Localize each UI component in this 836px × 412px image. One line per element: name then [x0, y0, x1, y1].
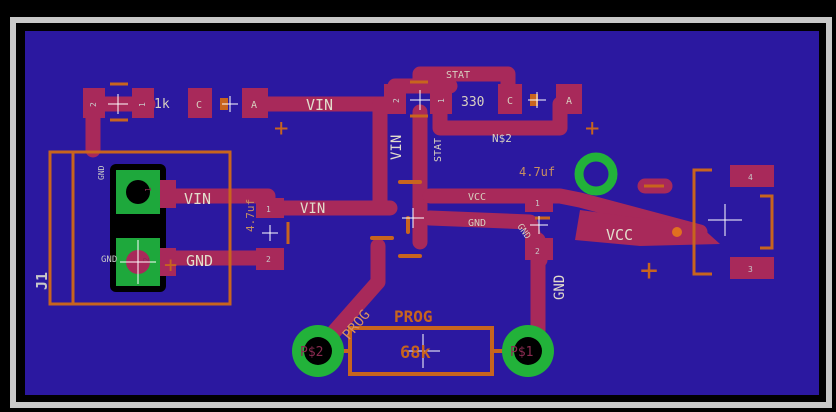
- board-outline: [10, 17, 832, 408]
- j1-tab-2: [160, 248, 176, 276]
- silkscreen-misc: [110, 80, 774, 376]
- pad-out-3: [730, 257, 774, 279]
- led1-cathode: C: [196, 100, 202, 111]
- crosshairs: [108, 90, 742, 368]
- r2-pin1: 1: [437, 98, 446, 103]
- ic-gnd: GND: [468, 218, 486, 229]
- pad-cout-2: [525, 238, 553, 260]
- pad-led1-a: [242, 88, 268, 118]
- pad-led2-c: [498, 84, 522, 114]
- prog-drill-left: [304, 337, 332, 365]
- net-vin-top: VIN: [306, 96, 333, 114]
- prog-drill-right: [514, 337, 542, 365]
- cout-value: 4.7uf: [519, 165, 555, 179]
- r2-value: 330: [461, 95, 484, 110]
- j1-drill-1: [126, 180, 150, 204]
- plus-top-left: +: [274, 114, 288, 142]
- out-conn-silk-left: [692, 168, 712, 276]
- led1-anode: A: [251, 100, 257, 111]
- j1-ref: J1: [33, 272, 51, 290]
- out-pin3: 3: [748, 265, 753, 274]
- cout-pin1: 1: [535, 199, 540, 208]
- pad-r1-2: [83, 88, 105, 118]
- trace-vcc: [422, 188, 708, 240]
- labels: 2 1 1k C A VIN + STAT 2 1 330 C A N$2 + …: [33, 70, 753, 363]
- r2-pin2: 2: [392, 98, 401, 103]
- cin-pin1: 1: [266, 205, 271, 214]
- r1-value: 1k: [154, 97, 170, 112]
- prog-name: PROG: [394, 307, 433, 326]
- j1-pin2: 2: [142, 257, 151, 262]
- net-gnd-vertical: GND: [552, 275, 568, 300]
- pad-led2-a: [556, 84, 582, 114]
- j1-pin1: 1: [144, 187, 153, 192]
- j1-pad-gnd: GND: [186, 252, 213, 270]
- r1-pin2: 2: [89, 102, 98, 107]
- plus-output: +: [640, 253, 658, 288]
- net-stat-top: STAT: [446, 70, 470, 81]
- cin-value: 4.7uf: [244, 199, 257, 232]
- pad-r2-2: [384, 84, 406, 114]
- net-vin-vertical: VIN: [389, 135, 405, 160]
- vcc-pour: [575, 210, 720, 246]
- pad-r2-1: [430, 84, 452, 114]
- cout-pin2: 2: [535, 247, 540, 256]
- j1-gnd-small: GND: [101, 255, 117, 265]
- ic-vcc: VCC: [468, 192, 486, 203]
- net-stat-vertical: STAT: [433, 138, 444, 162]
- pad-led1-c: [188, 88, 212, 118]
- j1-tab-1: [160, 180, 176, 208]
- pin1-dot: [672, 227, 682, 237]
- pad-cout-1: [525, 190, 553, 212]
- prog-pad-left-label: P$2: [300, 345, 323, 360]
- plus-top-right: +: [585, 114, 599, 142]
- pad-cin-2: [256, 248, 284, 270]
- trace-prog: [310, 238, 386, 358]
- net-vin-mid: VIN: [300, 201, 325, 217]
- via-top-right: [574, 152, 618, 196]
- cin-pin2: 2: [266, 255, 271, 264]
- j1-side-gnd: GND: [97, 165, 106, 180]
- trace-n2: [432, 96, 568, 136]
- prog-value: 68k: [400, 343, 431, 363]
- out-conn-silk-right: [760, 194, 774, 250]
- smd-pads: [83, 84, 774, 279]
- out-pin4: 4: [748, 173, 753, 182]
- led2-anode: A: [566, 96, 572, 107]
- ic-silkscreen: [370, 180, 422, 258]
- plus-j1: +: [164, 253, 177, 278]
- net-n2: N$2: [492, 132, 512, 145]
- pad-r1-1: [132, 88, 154, 118]
- prog-pad-right-label: P$1: [510, 345, 533, 360]
- j1-pad-vin: VIN: [184, 190, 211, 208]
- led2-cathode: C: [507, 96, 513, 107]
- net-vcc-big: VCC: [606, 226, 633, 244]
- pad-out-4: [730, 165, 774, 187]
- j1-outline: [48, 150, 232, 306]
- r1-pin1: 1: [138, 102, 147, 107]
- pad-cin-1: [256, 198, 284, 218]
